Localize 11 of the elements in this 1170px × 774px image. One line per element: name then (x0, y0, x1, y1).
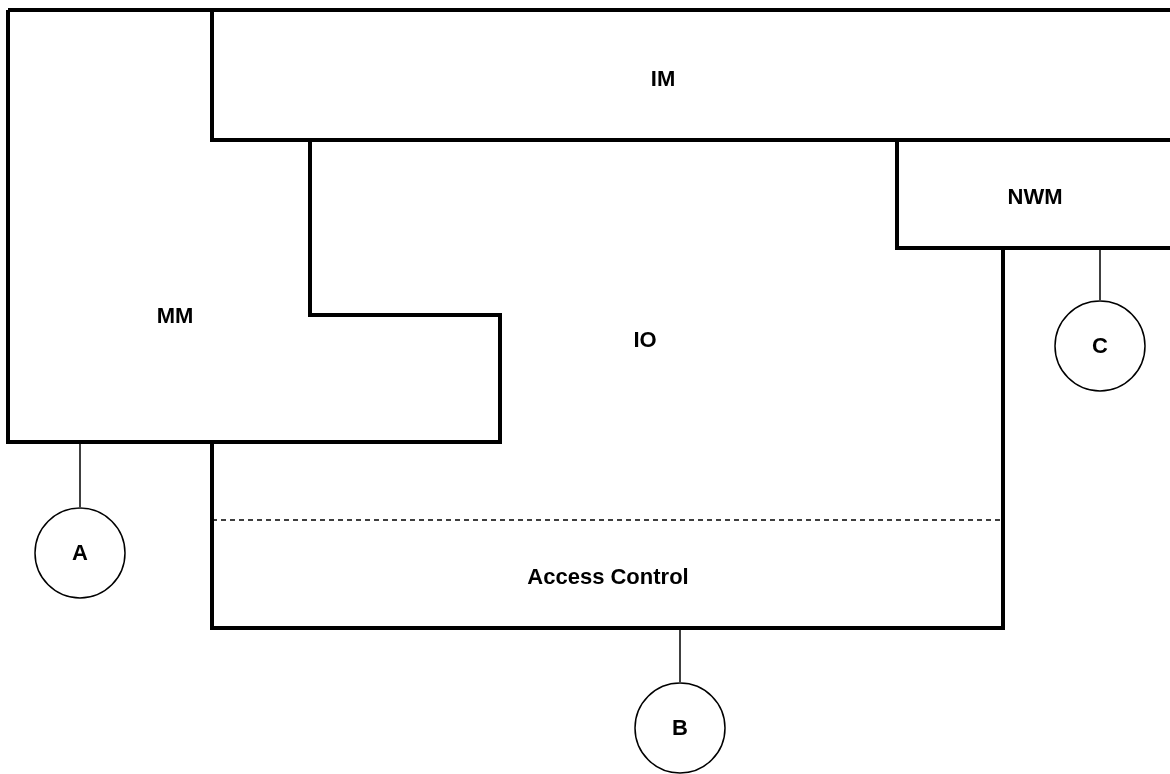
port-label: A (72, 540, 88, 566)
module-label: IM (650, 66, 676, 92)
connector-line (679, 627, 681, 683)
module-label: MM (156, 303, 194, 329)
port-label: B (672, 715, 688, 741)
connector-line (1099, 247, 1101, 301)
port-label: C (1092, 333, 1108, 359)
connector-line (79, 441, 81, 508)
module-label: Access Control (527, 564, 689, 590)
module-label: NWM (1007, 184, 1063, 210)
module-label: IO (633, 327, 657, 353)
